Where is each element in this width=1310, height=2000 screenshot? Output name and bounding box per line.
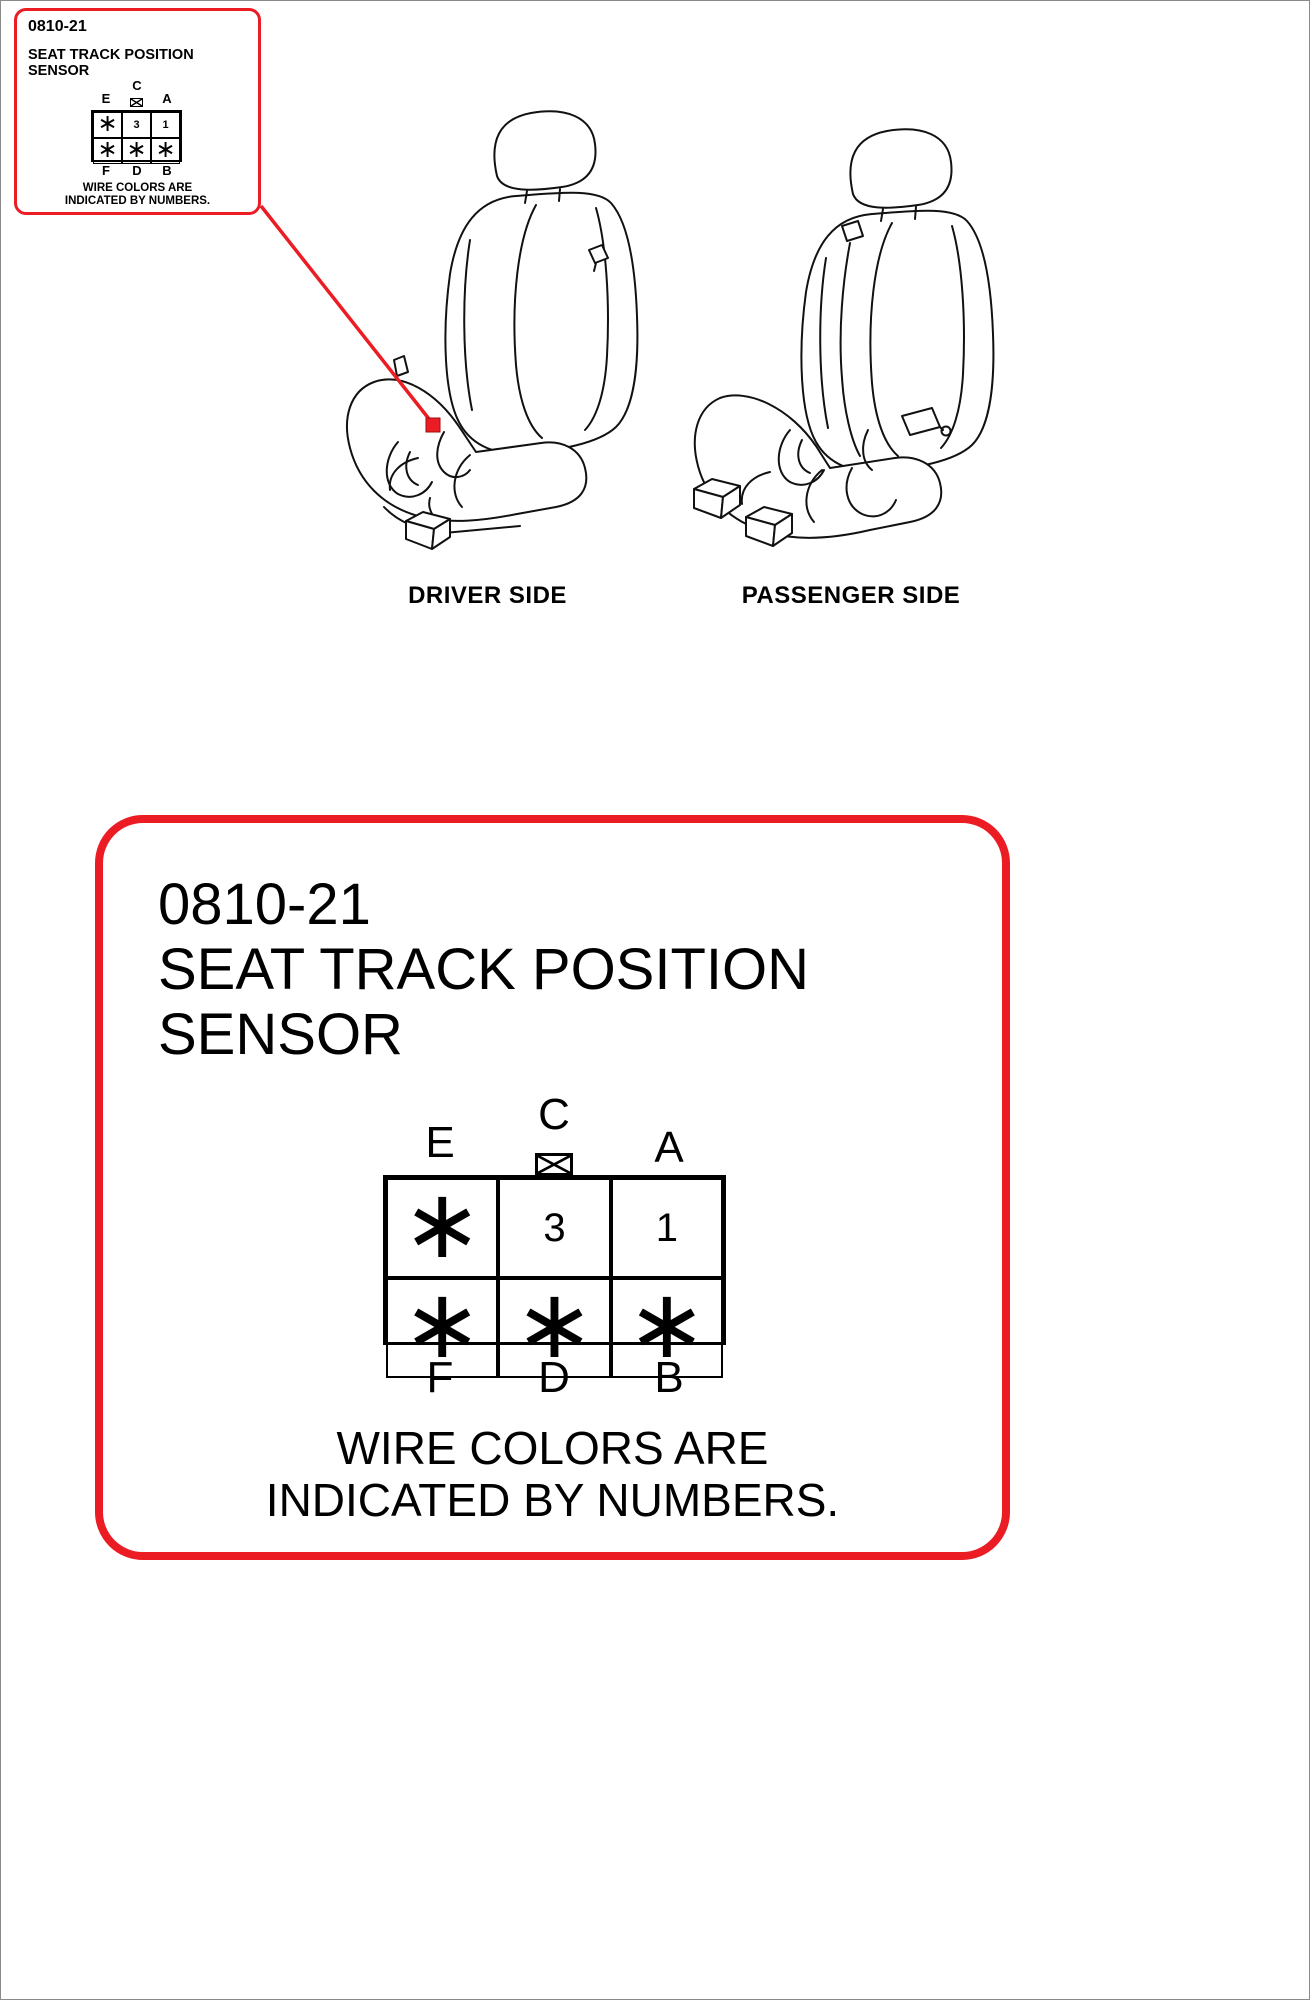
sensor-location-marker — [425, 417, 441, 433]
passenger-upper-connector — [841, 220, 864, 242]
callout-note-line2: INDICATED BY NUMBERS. — [64, 195, 211, 207]
pin-label-b: B — [654, 1353, 684, 1402]
connector-cell: ∗ — [610, 1277, 723, 1378]
pin-label-a: A — [162, 91, 172, 106]
detail-note-line2: INDICATED BY NUMBERS. — [265, 1474, 840, 1526]
pin-label-f: F — [426, 1353, 454, 1402]
callout-code: 0810-21 — [28, 18, 87, 35]
driver-side-label: DRIVER SIDE — [408, 582, 567, 609]
connector-grid-mini: ∗ 3 1 ∗ ∗ ∗ — [91, 110, 182, 164]
passenger-wire-harness — [777, 429, 825, 486]
connector-cell: ∗ — [386, 1277, 499, 1378]
connector-cell: ∗ — [93, 138, 122, 164]
leader-line — [259, 204, 435, 426]
detail-title-line1: SEAT TRACK POSITION — [158, 937, 810, 1002]
pin-label-e: E — [425, 1118, 455, 1167]
driver-wire-harness — [385, 441, 433, 498]
detail-title-line2: SENSOR — [158, 1002, 403, 1067]
pin-label-b: B — [162, 163, 172, 178]
connector-cell: ∗ — [498, 1277, 611, 1378]
pin-label-d: D — [132, 163, 142, 178]
connector-cell: 1 — [610, 1178, 723, 1278]
detail-note-line1: WIRE COLORS ARE — [336, 1422, 769, 1474]
callout-title-line1: SEAT TRACK POSITION — [28, 47, 194, 63]
detail-box: 0810-21 SEAT TRACK POSITION SENSOR E C A… — [95, 815, 1010, 1560]
driver-seat — [346, 110, 639, 550]
pin-label-c: C — [132, 78, 142, 93]
passenger-headrest — [849, 128, 953, 209]
callout-title-line2: SENSOR — [28, 63, 90, 79]
callout-box: 0810-21 SEAT TRACK POSITION SENSOR E C A… — [14, 8, 261, 215]
pin-label-f: F — [102, 163, 110, 178]
passenger-side-label: PASSENGER SIDE — [741, 582, 961, 609]
connector-cell: 3 — [122, 112, 151, 138]
pin-label-d: D — [538, 1353, 570, 1402]
callout-note-line1: WIRE COLORS ARE — [82, 182, 193, 194]
pin-label-a: A — [654, 1123, 684, 1172]
connector-cell: 3 — [498, 1178, 611, 1278]
driver-headrest — [493, 110, 597, 191]
passenger-seat — [693, 128, 995, 547]
driver-belt-buckle — [588, 244, 609, 264]
pin-label-e: E — [101, 91, 111, 106]
connector-cell: 1 — [151, 112, 180, 138]
connector-grid: ∗ 3 1 ∗ ∗ ∗ — [383, 1175, 726, 1378]
sensor-callout-link — [259, 204, 441, 433]
connector-cell: ∗ — [122, 138, 151, 164]
connector-key-icon — [535, 1153, 573, 1176]
connector-cell: ∗ — [386, 1177, 499, 1278]
pin-label-c: C — [538, 1090, 570, 1139]
connector-key-icon — [130, 98, 143, 107]
connector-cell: ∗ — [93, 112, 122, 138]
connector-cell: ∗ — [151, 138, 180, 164]
detail-code: 0810-21 — [158, 872, 371, 937]
